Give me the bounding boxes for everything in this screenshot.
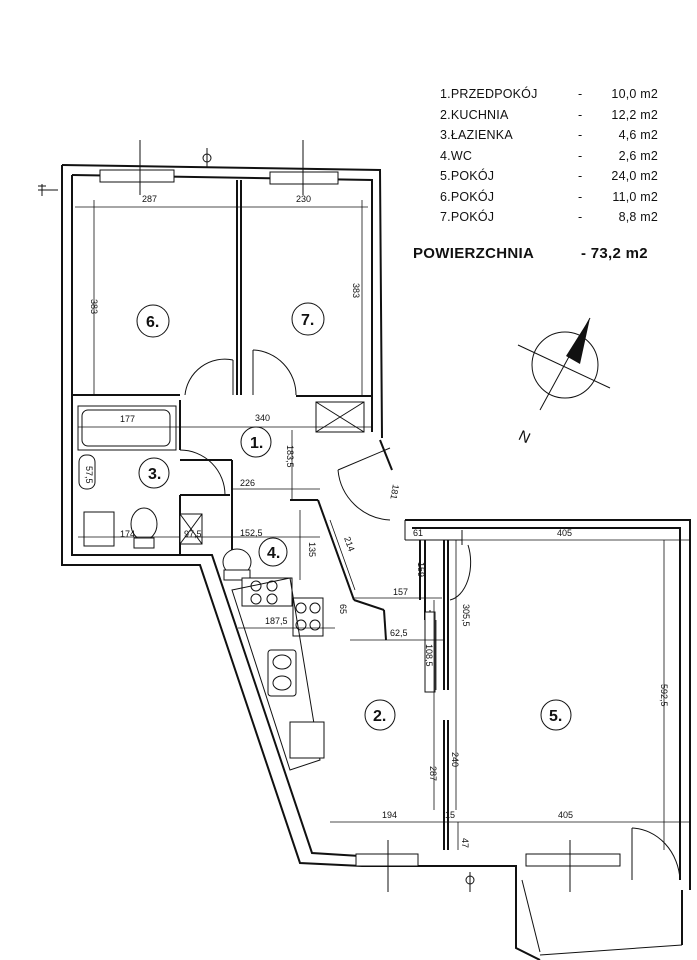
legend-row: 2.KUCHNIA - 12,2 m2 xyxy=(440,105,680,126)
dim-174: 174 xyxy=(120,529,135,539)
legend-row: 6.POKÓJ - 11,0 m2 xyxy=(440,187,680,208)
dim-47: 47 xyxy=(460,838,470,848)
dim-230: 230 xyxy=(296,194,311,204)
legend-room-name: 1.PRZEDPOKÓJ xyxy=(440,87,538,101)
dim-157: 157 xyxy=(393,587,408,597)
legend-dash: - xyxy=(578,87,583,101)
dim-62-5: 62,5 xyxy=(390,628,408,638)
dim-108-5: 108,5 xyxy=(424,644,434,667)
dim-405-top: 405 xyxy=(557,528,572,538)
legend-room-name: 6.POKÓJ xyxy=(440,189,495,204)
legend-dash: - xyxy=(578,169,583,183)
legend-row: 5.POKÓJ - 24,0 m2 xyxy=(440,166,680,187)
legend-area: 11,0 m2 xyxy=(612,189,658,204)
dim-194: 194 xyxy=(382,810,397,820)
dim-15: 15 xyxy=(445,810,455,820)
fridge xyxy=(289,721,325,759)
room-4-label: 4. xyxy=(267,545,280,562)
bathtub xyxy=(77,405,177,451)
room-5-label: 5. xyxy=(549,708,562,725)
dim-57-5: 57,5 xyxy=(84,466,94,484)
legend-area: 12,2 m2 xyxy=(611,107,658,122)
legend-row: 3.ŁAZIENKA - 4,6 m2 xyxy=(440,125,680,146)
legend-area: 2,6 m2 xyxy=(618,148,658,163)
dim-152-5: 152,5 xyxy=(240,528,263,538)
dimension-labels: 287 230 383 383 177 340 183,5 226 57,5 1… xyxy=(84,194,669,848)
windows xyxy=(38,140,621,892)
legend-dash: - xyxy=(578,189,583,204)
outer-walls xyxy=(61,164,691,960)
dim-405-bottom: 405 xyxy=(558,810,573,820)
dim-287-bottom: 287 xyxy=(428,766,438,781)
legend-room-name: 2.KUCHNIA xyxy=(440,107,509,122)
room-labels: 6. 7. 1. 3. 4. 2. 5. xyxy=(136,302,572,731)
dim-383-mid: 383 xyxy=(351,283,361,298)
dim-187-5: 187,5 xyxy=(265,616,288,626)
legend-room-name: 5.POKÓJ xyxy=(440,169,495,183)
legend-dash: - xyxy=(578,210,583,224)
legend-row: 1.PRZEDPOKÓJ - 10,0 m2 xyxy=(440,84,680,105)
dimension-lines xyxy=(75,200,690,850)
room-2-label: 2. xyxy=(373,708,386,725)
column xyxy=(424,611,436,693)
dim-592-5: 592,5 xyxy=(659,684,669,707)
dim-61: 61 xyxy=(413,528,423,538)
room-1-label: 1. xyxy=(250,435,263,452)
legend-row: 4.WC - 2,6 m2 xyxy=(440,146,680,167)
legend-area: 24,0 m2 xyxy=(611,169,658,183)
legend-area: 10,0 m2 xyxy=(611,87,658,101)
compass-north-label: N xyxy=(516,427,533,447)
hob xyxy=(292,597,324,637)
dim-181: 181 xyxy=(388,484,400,501)
dim-340: 340 xyxy=(255,413,270,423)
washbasin xyxy=(78,454,96,490)
room-7-label: 7. xyxy=(301,312,314,329)
dim-383-left: 383 xyxy=(89,299,99,314)
door-swings xyxy=(179,349,681,881)
dim-177: 177 xyxy=(120,414,135,424)
dim-183-5: 183,5 xyxy=(285,445,295,468)
dim-305-5: 305,5 xyxy=(461,604,471,627)
compass-icon: N xyxy=(516,317,611,447)
room-3-label: 3. xyxy=(148,466,161,483)
total-area-value: - 73,2 m2 xyxy=(581,245,648,262)
legend-dash: - xyxy=(578,148,583,163)
legend-room-name: 4.WC xyxy=(440,148,473,163)
legend-room-name: 7.POKÓJ xyxy=(440,210,495,224)
dim-240: 240 xyxy=(450,752,460,767)
dim-226: 226 xyxy=(240,478,255,488)
dim-214: 214 xyxy=(342,535,357,553)
legend-row: 7.POKÓJ - 8,8 m2 xyxy=(440,207,680,228)
legend-area: 4,6 m2 xyxy=(618,128,658,142)
interior-walls xyxy=(72,180,463,850)
room-6-label: 6. xyxy=(146,314,159,331)
washing-machine xyxy=(83,511,115,547)
legend-dash: - xyxy=(578,107,583,122)
dim-135: 135 xyxy=(307,542,317,557)
dim-287-top: 287 xyxy=(142,194,157,204)
total-area-label: POWIERZCHNIA xyxy=(413,245,535,262)
dim-65: 65 xyxy=(338,604,348,614)
legend-area: 8,8 m2 xyxy=(618,210,658,224)
dim-97-5: 97,5 xyxy=(184,529,202,539)
fixtures xyxy=(77,401,436,771)
stove xyxy=(241,577,293,607)
area-legend: 1.PRZEDPOKÓJ - 10,0 m2 2.KUCHNIA - 12,2 m2 3… xyxy=(440,84,680,228)
legend-dash: - xyxy=(578,128,583,142)
dim-159: 159 xyxy=(416,562,426,577)
legend-room-name: 3.ŁAZIENKA xyxy=(440,128,513,142)
kitchen-sink xyxy=(267,649,297,697)
